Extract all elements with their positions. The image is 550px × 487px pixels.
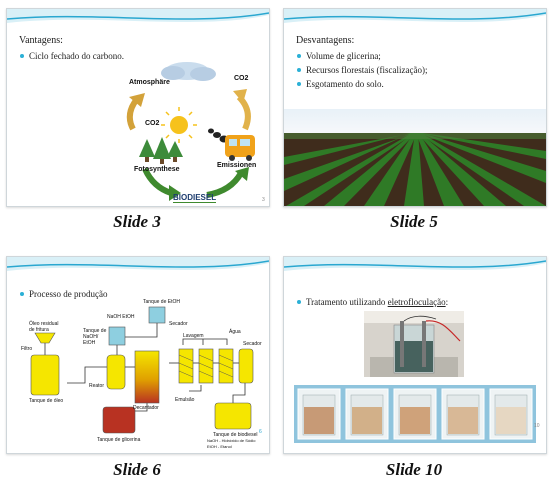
label-decantador: Decantador (133, 405, 159, 411)
sun-icon (161, 107, 197, 143)
bullet-list: Tratamento utilizando eletrofloculação: (296, 295, 448, 309)
bullet-prefix: Tratamento utilizando (306, 297, 388, 307)
bullet-dot-icon (297, 300, 301, 304)
bus-icon (225, 135, 255, 161)
glycerin-tank (102, 406, 136, 434)
label-agua: Água (229, 329, 241, 335)
bullet-list: Processo de produção (19, 287, 107, 301)
oil-tank (30, 354, 60, 396)
trees-icon (139, 137, 183, 164)
decanter (134, 350, 160, 404)
page-number: 10 (534, 423, 540, 429)
bullet-item: Volume de glicerina; (296, 49, 427, 63)
production-process-diagram (30, 306, 254, 434)
funnel-icon (34, 332, 56, 344)
slide-caption-10: Slide 10 (385, 460, 443, 479)
slide-heading: Desvantagens: (296, 35, 355, 46)
slide-header-swoosh (284, 9, 546, 23)
arrow-right-up-icon (236, 94, 251, 131)
label-co2-left: CO2 (145, 120, 160, 127)
label-naoh-etoh: NaOH EtOH (107, 314, 135, 320)
label-co2-top: CO2 (234, 75, 249, 82)
bullet-list: Volume de glicerina; Recursos florestais… (296, 49, 427, 91)
electrocoagulation-photo (364, 311, 464, 377)
crop-field-photo (284, 109, 546, 206)
label-tanque-oleo: Tanque de óleo (29, 398, 64, 404)
slide-6: Processo de produção (6, 256, 270, 454)
arrow-left-up-icon (126, 97, 140, 131)
label-fotosynthese: Fotosynthese (134, 166, 180, 173)
slide-10: Tratamento utilizando eletrofloculação: (283, 256, 547, 454)
reactor (106, 354, 126, 390)
label-reator: Reator (89, 383, 105, 389)
dryer (238, 348, 254, 384)
slide-caption-5: Slide 5 (390, 212, 438, 231)
slide-header-swoosh (284, 257, 546, 271)
slide-caption-6: Slide 6 (113, 460, 161, 479)
bullet-item: Ciclo fechado do carbono. (19, 49, 124, 63)
bullet-item: Esgotamento do solo. (296, 77, 427, 91)
label-filtro: Filtro (21, 346, 33, 352)
cloud-icon (161, 62, 216, 81)
page-number: 3 (262, 197, 265, 203)
label-tanque-naoh: Tanque de NaOH/ EtOH (83, 328, 107, 346)
slide-caption-3: Slide 3 (113, 212, 161, 231)
legend-etoh: EtOH - Etanol (207, 444, 232, 449)
page-number: 6 (259, 429, 262, 435)
slide-heading: Vantagens: (19, 35, 63, 46)
bullet-item: Tratamento utilizando eletrofloculação: (296, 295, 448, 309)
biodiesel-tank (214, 402, 252, 430)
bullet-list: Ciclo fechado do carbono. (19, 49, 124, 63)
arrow-bottom-left-icon (142, 167, 173, 196)
label-biodiesel: BIODIESEL (173, 193, 217, 203)
label-tanque-etoh: Tanque de EtOH (143, 299, 180, 305)
bullet-item: Recursos florestais (fiscalização); (296, 63, 427, 77)
label-oleo-residual: Óleo residual de fritura (29, 321, 59, 333)
label-emulsao: Emulsão (175, 397, 195, 403)
label-atmosphere: Atmosphäre (129, 79, 170, 86)
arrow-bottom-right-icon (206, 171, 244, 198)
label-lavagem: Lavagem (183, 333, 204, 339)
label-tanque-biodiesel: Tanque de biodiesel (213, 432, 258, 438)
bullet-item: Processo de produção (19, 287, 107, 301)
label-secador-top: Secador (169, 321, 188, 327)
slide-3: Vantagens: Ciclo fechado do carbono. (6, 8, 270, 207)
naoh-etoh-tank (108, 326, 126, 346)
bullet-term: eletrofloculação (387, 297, 446, 307)
label-emissionen: Emissionen (217, 162, 257, 169)
legend-naoh: NaOH - Hidróxido de Sódio (207, 438, 256, 443)
slide-5: Desvantagens: Volume de glicerina; Recur… (283, 8, 547, 207)
slide-header-swoosh (7, 257, 269, 271)
etoh-tank (148, 306, 166, 324)
label-tanque-glicerina: Tanque de glicerina (97, 437, 141, 443)
beaker-samples-photo (294, 385, 536, 443)
carbon-cycle-diagram (126, 62, 255, 201)
label-secador-right: Secador (243, 341, 262, 347)
bullet-suffix: : (445, 297, 449, 307)
slide-header-swoosh (7, 9, 269, 23)
